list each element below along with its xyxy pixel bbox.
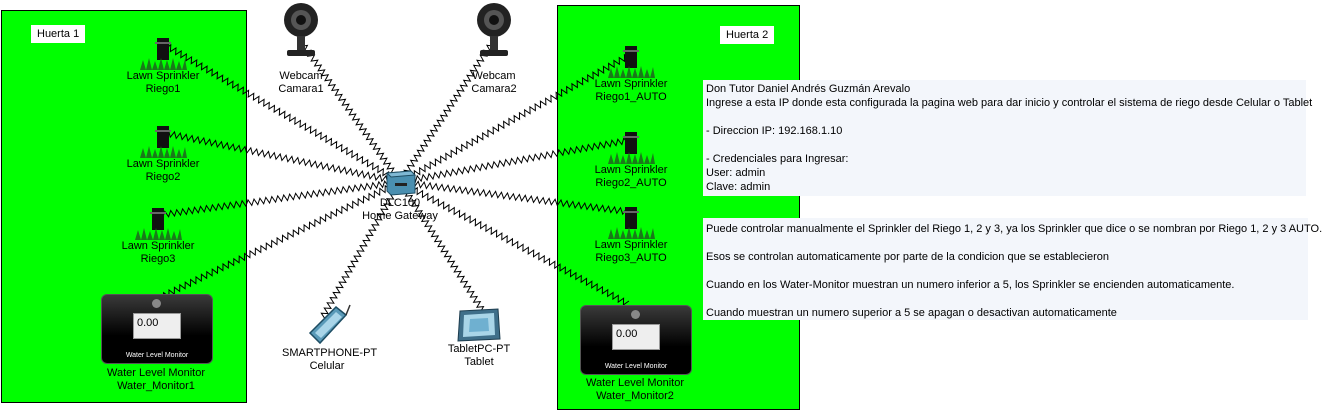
sprinkler-riego2-auto[interactable]: Lawn Sprinkler Riego2_AUTO xyxy=(586,130,676,190)
smartphone-celular[interactable]: SMARTPHONE-PT Celular xyxy=(282,303,378,373)
zone-label: Huerta 2 xyxy=(720,26,775,44)
wireless-link xyxy=(399,181,630,306)
device-type: Lawn Sprinkler xyxy=(594,239,668,251)
device-name: Tablet xyxy=(464,356,494,368)
smartphone-icon xyxy=(308,304,351,345)
sprinkler-icon xyxy=(135,208,182,240)
note-line: Cuando en los Water-Monitor muestran un … xyxy=(706,279,1235,291)
device-type: Lawn Sprinkler xyxy=(594,164,668,176)
home-gateway[interactable]: DLC100 Home Gateway xyxy=(355,163,445,223)
wireless-link xyxy=(398,181,488,318)
device-type: Webcam xyxy=(279,70,323,82)
note-line: Puede controlar manualmente el Sprinkler… xyxy=(706,223,1322,235)
sprinkler-icon xyxy=(140,126,187,158)
device-name: Riego3 xyxy=(140,253,176,265)
gateway-icon xyxy=(385,170,417,196)
device-type: SMARTPHONE-PT xyxy=(282,347,378,359)
note-line: - Credenciales para Ingresar: xyxy=(706,153,849,165)
device-type: Water Level Monitor xyxy=(585,377,685,389)
status-lamp xyxy=(152,299,161,308)
device-name: Celular xyxy=(309,360,345,372)
sprinkler-icon xyxy=(140,38,187,70)
monitor-reading: 0.00 xyxy=(612,324,660,350)
device-type: Lawn Sprinkler xyxy=(126,70,200,82)
monitor-reading: 0.00 xyxy=(133,313,181,339)
note-line: Don Tutor Daniel Andrés Guzmán Arevalo xyxy=(706,83,911,95)
sprinkler-riego2[interactable]: Lawn Sprinkler Riego2 xyxy=(118,124,208,184)
zone-label: Huerta 1 xyxy=(31,25,86,43)
device-type: DLC100 xyxy=(379,197,421,209)
device-type: Lawn Sprinkler xyxy=(594,78,668,90)
wireless-link xyxy=(399,53,631,184)
note-line: Clave: admin xyxy=(706,181,771,193)
wireless-link xyxy=(162,178,401,218)
device-name: Riego3_AUTO xyxy=(595,252,667,264)
wireless-link xyxy=(399,136,629,186)
monitor-panel-title: Water Level Monitor xyxy=(604,363,668,370)
wireless-link xyxy=(399,178,630,216)
wireless-link xyxy=(164,129,401,185)
sprinkler-icon xyxy=(608,132,655,164)
wireless-link xyxy=(164,43,401,183)
wireless-link xyxy=(299,40,402,183)
sprinkler-riego3[interactable]: Lawn Sprinkler Riego3 xyxy=(113,206,203,266)
device-name: Home Gateway xyxy=(362,210,438,222)
sprinkler-riego1[interactable]: Lawn Sprinkler Riego1 xyxy=(118,36,208,96)
note-line: Ingrese a esta IP donde esta configurada… xyxy=(706,97,1313,109)
tablet-icon xyxy=(457,308,501,342)
note-line: User: admin xyxy=(706,167,766,179)
water-level-monitor-1[interactable]: 0.00 Water Level Monitor xyxy=(101,294,213,364)
device-name: Water_Monitor2 xyxy=(596,390,674,402)
webcam-camara1[interactable]: Webcam Camara1 xyxy=(271,0,331,96)
wireless-link xyxy=(157,179,401,302)
device-type: Water Level Monitor xyxy=(106,367,206,379)
status-lamp xyxy=(631,310,640,319)
device-type: TabletPC-PT xyxy=(447,343,511,355)
device-type: Lawn Sprinkler xyxy=(126,158,200,170)
water-level-monitor-2[interactable]: 0.00 Water Level Monitor xyxy=(580,305,692,375)
credentials-note: Don Tutor Daniel Andrés Guzmán Arevalo I… xyxy=(703,80,1313,196)
wireless-link xyxy=(399,40,495,183)
water-monitor-1-label: Water Level Monitor Water_Monitor1 xyxy=(86,367,226,393)
note-line: - Direccion IP: 192.168.1.10 xyxy=(706,125,843,137)
webcam-icon xyxy=(284,3,318,56)
sprinkler-icon xyxy=(608,46,655,78)
device-name: Riego1 xyxy=(145,83,181,95)
webcam-camara2[interactable]: Webcam Camara2 xyxy=(464,0,524,96)
device-type: Lawn Sprinkler xyxy=(121,240,195,252)
tablet[interactable]: TabletPC-PT Tablet xyxy=(444,307,514,369)
wireless-link xyxy=(320,181,401,320)
webcam-icon xyxy=(477,3,511,56)
sprinkler-icon xyxy=(608,207,655,239)
device-name: Camara1 xyxy=(278,83,324,95)
device-name: Riego2_AUTO xyxy=(595,177,667,189)
device-name: Water_Monitor1 xyxy=(117,380,195,392)
note-line: Esos se controlan automaticamente por pa… xyxy=(706,251,1109,263)
device-name: Riego2 xyxy=(145,171,181,183)
sprinkler-riego1-auto[interactable]: Lawn Sprinkler Riego1_AUTO xyxy=(586,44,676,104)
note-line: Cuando muestran un numero superior a 5 s… xyxy=(706,307,1117,319)
device-name: Riego1_AUTO xyxy=(595,91,667,103)
water-monitor-2-label: Water Level Monitor Water_Monitor2 xyxy=(565,377,705,403)
sprinkler-riego3-auto[interactable]: Lawn Sprinkler Riego3_AUTO xyxy=(586,205,676,265)
instructions-note: Puede controlar manualmente el Sprinkler… xyxy=(703,218,1322,320)
monitor-panel-title: Water Level Monitor xyxy=(125,352,189,359)
device-type: Webcam xyxy=(472,70,516,82)
device-name: Camara2 xyxy=(471,83,517,95)
